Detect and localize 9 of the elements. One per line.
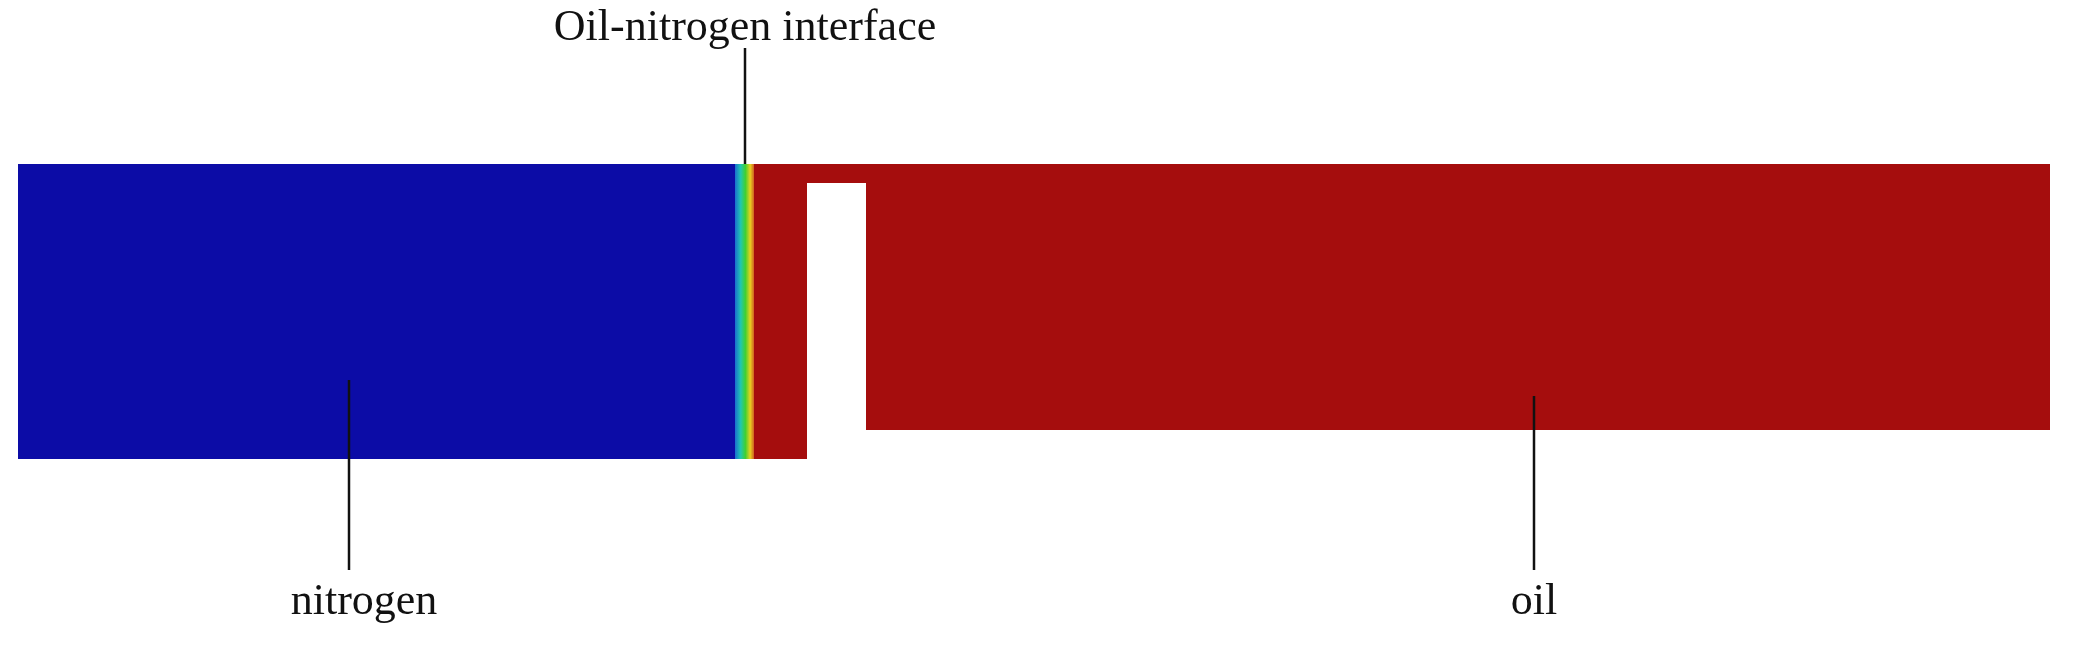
leader-line bbox=[743, 48, 747, 164]
interface-band bbox=[735, 164, 754, 459]
callout-label: Oil-nitrogen interface bbox=[553, 4, 937, 48]
callout-label: oil bbox=[1510, 578, 1558, 622]
callout-label: nitrogen bbox=[290, 578, 438, 622]
leader-line bbox=[1532, 396, 1536, 570]
nitrogen-region bbox=[18, 164, 735, 459]
leader-line bbox=[347, 380, 351, 570]
oil-region bbox=[754, 164, 2050, 459]
